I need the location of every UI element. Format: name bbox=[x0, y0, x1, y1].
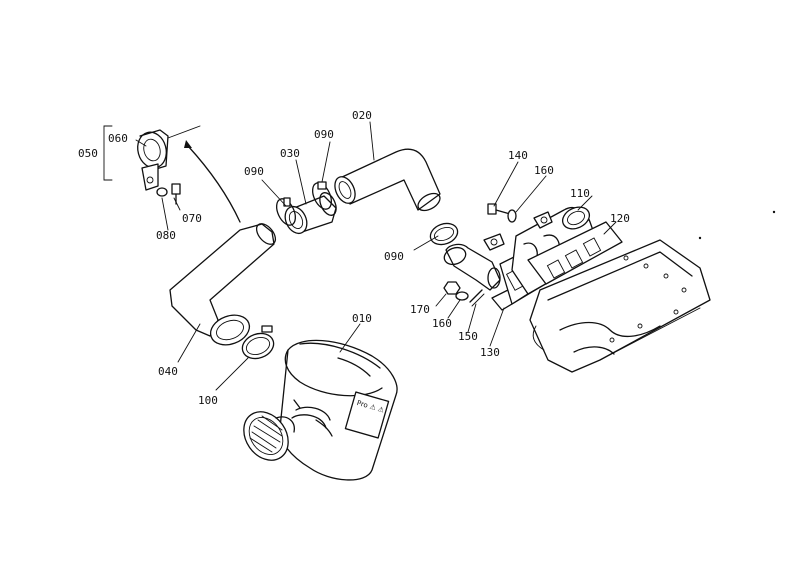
stud-150 bbox=[469, 289, 485, 307]
bracket-washer-080 bbox=[156, 187, 168, 197]
hose-clamp-100 bbox=[241, 325, 275, 360]
label-060: 060 bbox=[108, 132, 128, 145]
label-090-right: 090 bbox=[314, 128, 334, 141]
label-170: 170 bbox=[410, 303, 430, 316]
nut-170 bbox=[443, 281, 461, 295]
intake-hose-lower bbox=[169, 223, 277, 346]
label-010: 010 bbox=[352, 312, 372, 325]
label-100: 100 bbox=[198, 394, 218, 407]
label-090-lower: 090 bbox=[384, 250, 404, 263]
cylinder-head-gasket bbox=[527, 221, 623, 285]
intake-hose-upper bbox=[334, 148, 441, 212]
stray-mark bbox=[698, 236, 702, 240]
label-050: 050 bbox=[78, 147, 98, 160]
washer-160-upper bbox=[507, 209, 517, 223]
hose-clamp-090-lower bbox=[429, 222, 459, 246]
intake-elbow bbox=[443, 243, 501, 291]
stray-mark bbox=[772, 210, 776, 214]
label-110: 110 bbox=[570, 187, 590, 200]
label-040: 040 bbox=[158, 365, 178, 378]
label-160-lower: 160 bbox=[432, 317, 452, 330]
air-cleaner: Pro ⚠ ⚠ bbox=[243, 339, 398, 481]
label-160-upper: 160 bbox=[534, 164, 554, 177]
label-090-left: 090 bbox=[244, 165, 264, 178]
washer-160-lower bbox=[455, 291, 469, 301]
label-080: 080 bbox=[156, 229, 176, 242]
assembly-arrow bbox=[187, 145, 241, 223]
engine-head bbox=[529, 239, 711, 373]
support-bracket bbox=[137, 125, 201, 191]
label-150: 150 bbox=[458, 330, 478, 343]
bolt-140 bbox=[487, 203, 511, 215]
label-020: 020 bbox=[352, 109, 372, 122]
connector-pipe bbox=[284, 192, 337, 235]
arrow-head bbox=[184, 140, 192, 148]
label-130: 130 bbox=[480, 346, 500, 359]
label-030: 030 bbox=[280, 147, 300, 160]
label-140: 140 bbox=[508, 149, 528, 162]
group-bracket-050 bbox=[103, 125, 113, 181]
label-120: 120 bbox=[610, 212, 630, 225]
leader-lines bbox=[135, 121, 617, 391]
label-070: 070 bbox=[182, 212, 202, 225]
